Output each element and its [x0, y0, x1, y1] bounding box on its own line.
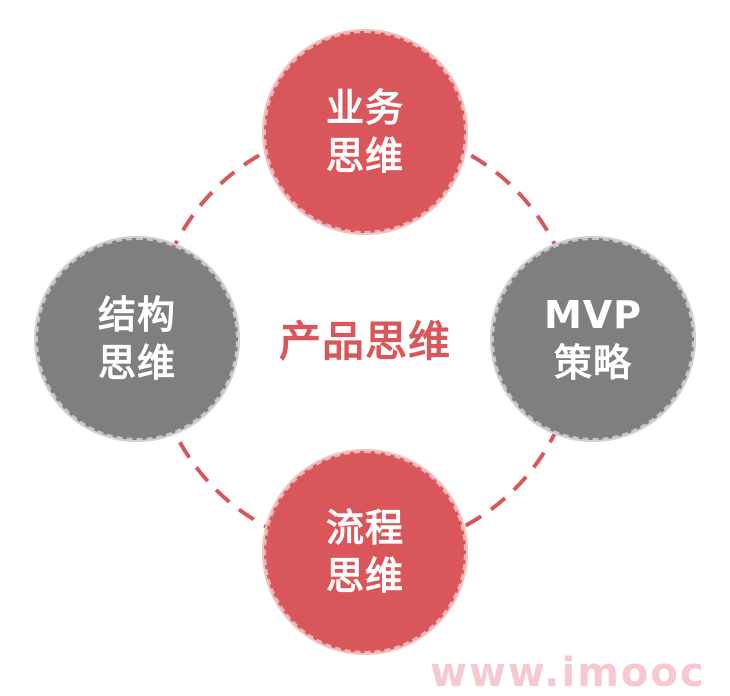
node-line2: 思维 — [325, 554, 404, 598]
node-line2: 思维 — [325, 134, 404, 178]
node-line2: 策略 — [553, 341, 632, 385]
node-line2: 思维 — [97, 341, 176, 385]
node-process-thinking: 流程 思维 — [262, 449, 468, 655]
mind-diagram: 产品思维 业务 思维 结构 思维 MVP 策略 流程 思维 www.imooc — [34, 29, 704, 696]
center-label: 产品思维 — [278, 316, 451, 366]
node-business-thinking: 业务 思维 — [262, 29, 468, 235]
watermark: www.imooc — [430, 650, 706, 696]
node-mvp-strategy: MVP 策略 — [490, 236, 696, 442]
node-line1: MVP — [543, 293, 643, 337]
node-line1: 流程 — [325, 506, 404, 550]
node-structure-thinking: 结构 思维 — [34, 236, 240, 442]
node-line1: 结构 — [97, 293, 176, 337]
node-line1: 业务 — [325, 86, 404, 130]
